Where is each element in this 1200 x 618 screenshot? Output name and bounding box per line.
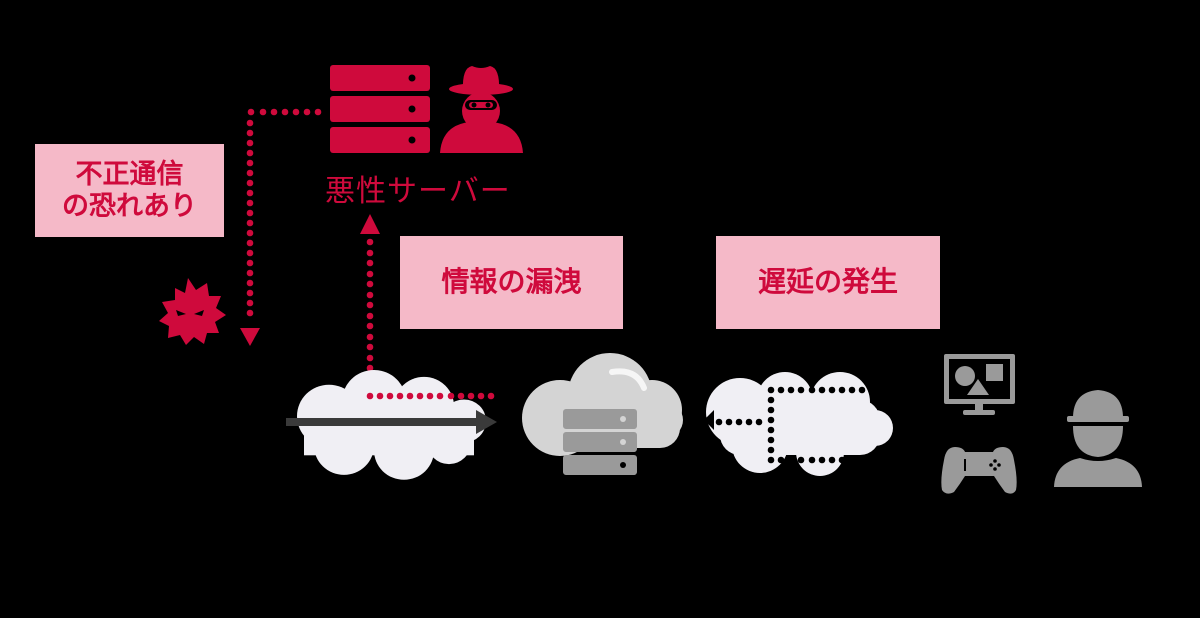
- arrow-down-icon: [240, 328, 260, 346]
- delay-label: 遅延の発生: [716, 236, 940, 329]
- worker-icon: [1054, 390, 1142, 487]
- arrow-left-icon: [704, 410, 714, 430]
- info-leak-path-horizontal: [366, 392, 495, 400]
- monitor-icon: [944, 354, 1015, 415]
- server-stack-icon: [330, 65, 430, 153]
- info-leak-label: 情報の漏洩: [400, 236, 623, 329]
- unauthorized-comm-line2: の恐れあり: [62, 190, 197, 222]
- malicious-server-label: 悪性サーバー: [325, 174, 511, 209]
- cloud-right-icon: [706, 372, 893, 476]
- delay-path: [715, 386, 866, 464]
- info-leak-path: [360, 214, 380, 392]
- virus-icon: [159, 278, 226, 345]
- data-flow-arrow: [286, 410, 497, 434]
- gamepad-icon: [941, 447, 1017, 494]
- arrow-up-icon: [360, 214, 380, 234]
- hacker-icon: [440, 66, 523, 153]
- cloud-server-icon: [522, 353, 683, 475]
- unauthorized-comm-line1: 不正通信: [75, 159, 184, 191]
- unauthorized-comm-path: [240, 108, 322, 346]
- arrow-right-icon: [476, 410, 497, 434]
- unauthorized-comm-label: 不正通信 の恐れあり: [35, 144, 224, 237]
